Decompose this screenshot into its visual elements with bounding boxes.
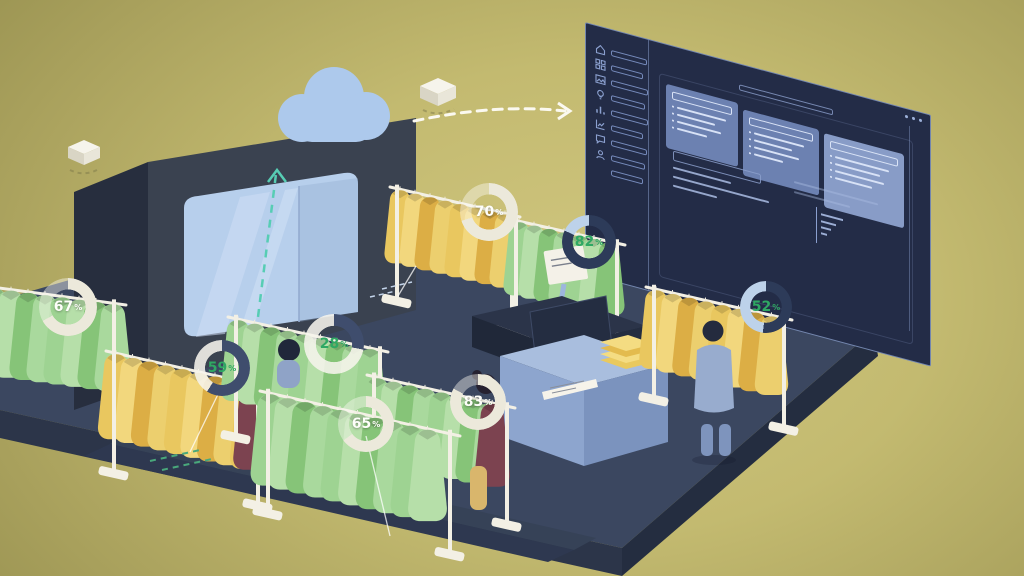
user-icon: [596, 150, 605, 161]
donut-ring: [304, 314, 364, 374]
rack-occupancy-badge: 59%: [194, 340, 250, 396]
shopper: [277, 339, 300, 388]
home-icon: [595, 44, 606, 56]
donut-ring: [740, 281, 792, 333]
sidebar-item-insights[interactable]: [595, 89, 648, 111]
image-icon: [595, 74, 606, 86]
rack-occupancy-badge: 28%: [304, 314, 364, 374]
checkout-counter: [472, 295, 668, 466]
upload-arrow: [241, 167, 287, 437]
sidebar-item-dashboard[interactable]: [595, 58, 648, 81]
floor-marks: [149, 265, 417, 537]
donut-ring: [460, 183, 518, 241]
rack-occupancy-badge: 52%: [740, 281, 792, 333]
donut-ring: [562, 215, 616, 269]
shopper: [692, 320, 736, 465]
rack-occupancy-badge: 70%: [460, 183, 518, 241]
rack-occupancy-badge: 83%: [450, 374, 506, 430]
sensor-box: [420, 78, 456, 115]
bar-chart-icon: [596, 106, 605, 115]
sidebar-item-reports[interactable]: [595, 105, 648, 126]
clothing-rack-yellow: [638, 284, 799, 436]
cloud-icon: [278, 67, 390, 142]
donut-ring: [450, 374, 506, 430]
sidebar-item-home[interactable]: [595, 44, 648, 66]
counter-label: [542, 379, 598, 400]
rack-occupancy-badge: 65%: [338, 396, 394, 452]
lightbulb-icon: [597, 89, 604, 100]
sidebar-item-media[interactable]: [595, 74, 648, 96]
data-flow-arrow: [412, 101, 573, 123]
donut-ring: [338, 396, 394, 452]
sidebar-item-trends[interactable]: [595, 119, 648, 141]
grid-icon: [595, 58, 606, 72]
dashboard-sidebar: [586, 23, 649, 291]
chat-icon: [595, 134, 606, 144]
rack-occupancy-badge: 82%: [562, 215, 616, 269]
sidebar-item-account[interactable]: [595, 150, 648, 171]
line-chart-icon: [595, 119, 605, 131]
sensor-box: [68, 140, 100, 175]
donut-ring: [39, 278, 97, 336]
donut-ring: [194, 340, 250, 396]
sidebar-item-messages[interactable]: [595, 134, 648, 156]
rack-occupancy-badge: 67%: [39, 278, 97, 336]
analytics-dashboard-screen: [585, 22, 931, 367]
